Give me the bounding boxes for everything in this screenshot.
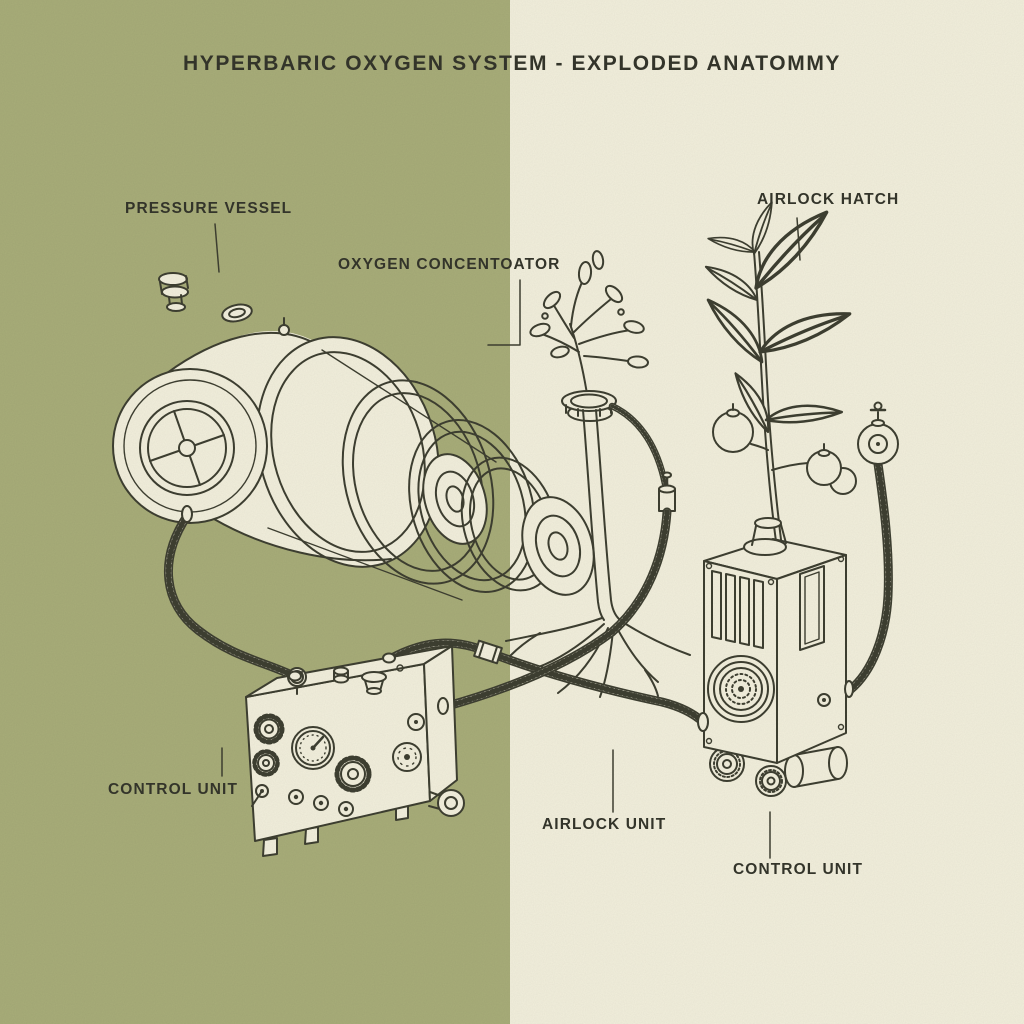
label-control-unit-right: CONTROL UNIT [733,861,864,878]
label-oxygen-concentrator: OXYGEN CONCENTOATOR [338,256,561,273]
label-pressure-vessel: PRESSURE VESSEL [125,200,293,217]
label-airlock-unit: AIRLOCK UNIT [542,816,667,833]
label-airlock-hatch: AIRLOCK HATCH [757,191,900,208]
label-control-unit-left: CONTROL UNIT [108,781,239,798]
diagram-title: HYPERBARIC OXYGEN SYSTEM - EXPLODED ANAT… [182,52,842,75]
